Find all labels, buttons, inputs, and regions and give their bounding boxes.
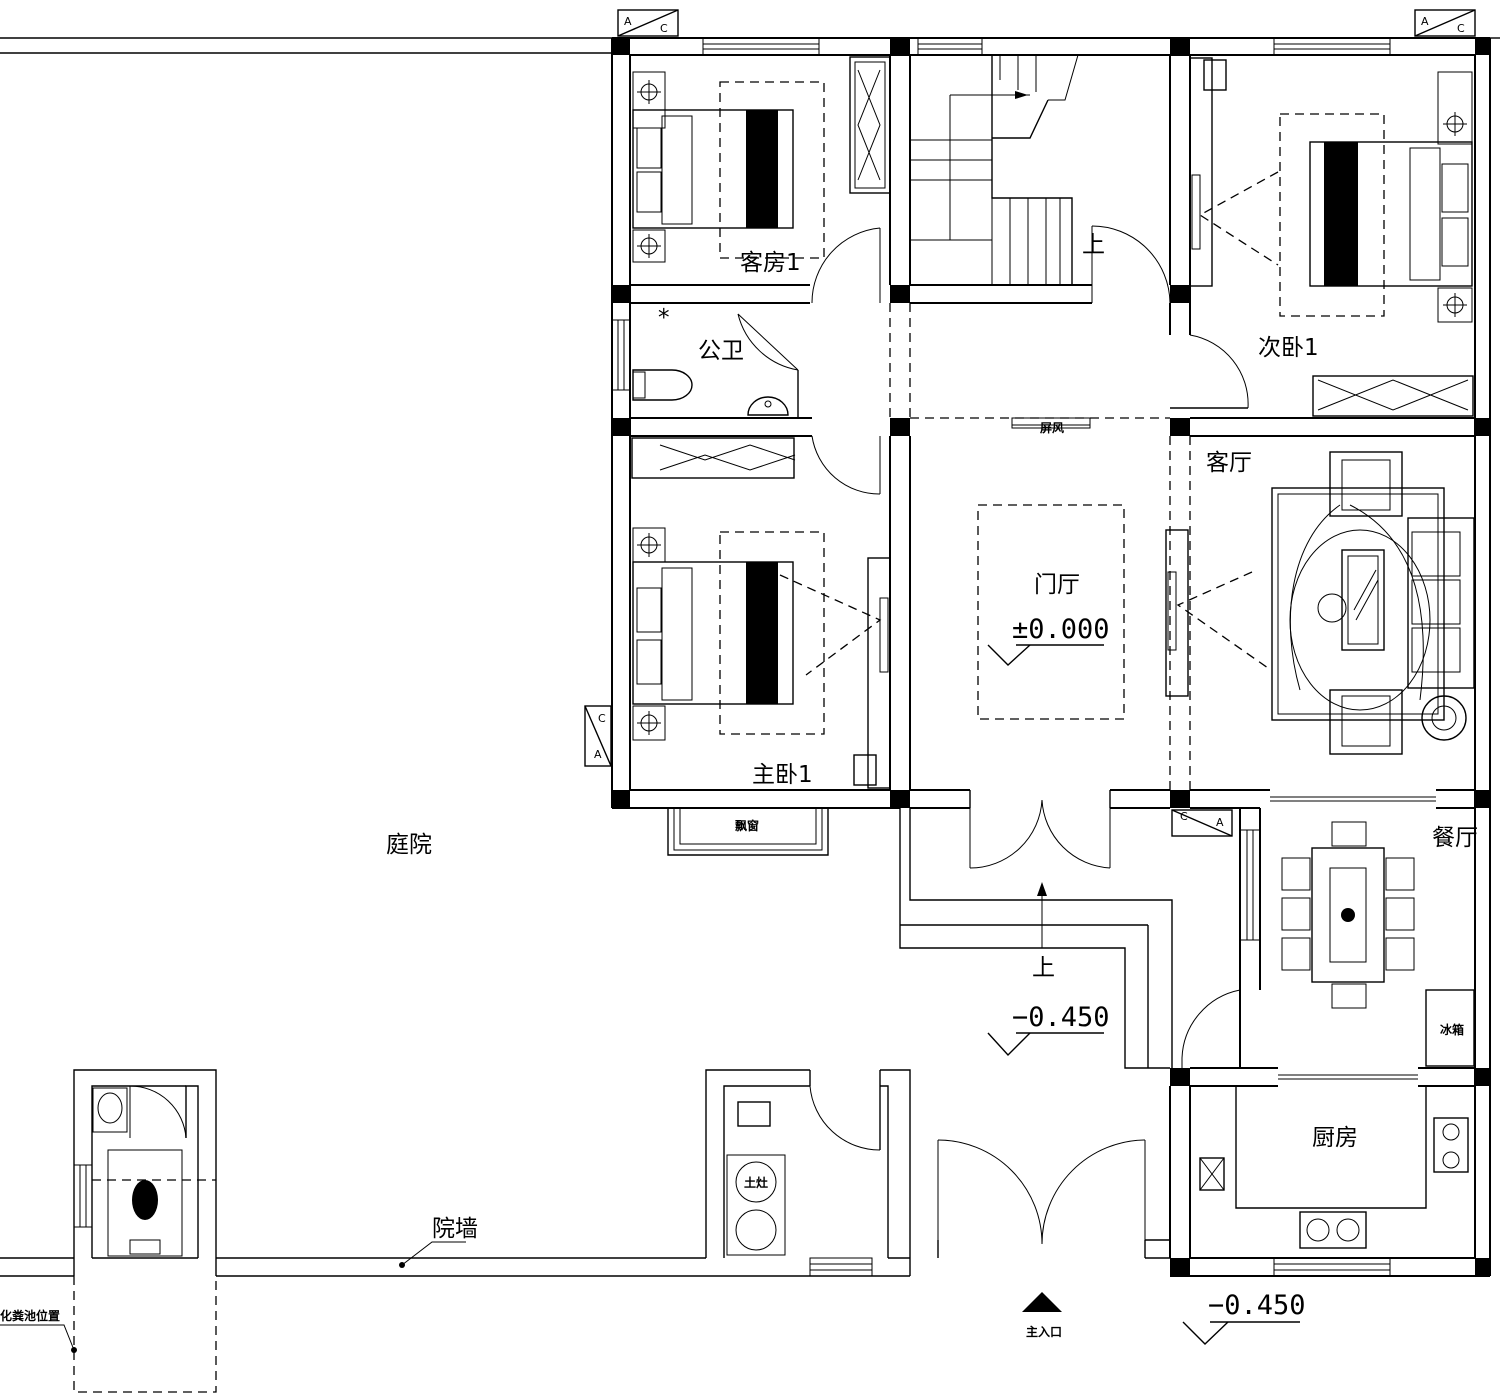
svg-text:*: * <box>658 305 670 331</box>
fridge-label: 冰箱 <box>1440 1022 1464 1037</box>
bay-window <box>667 808 829 856</box>
outside-level: −0.450 <box>1208 1290 1306 1321</box>
stove-room <box>705 1069 911 1276</box>
kitchen-counter <box>1199 1086 1469 1249</box>
entry-up-label: 上 <box>1032 955 1055 981</box>
section-marks: A C A C A C A C <box>584 9 1476 837</box>
leader-lines <box>0 1241 466 1353</box>
dining-furniture <box>1281 821 1475 1067</box>
courtyard-wall-label: 院墙 <box>432 1216 478 1242</box>
svg-text:C: C <box>660 22 668 35</box>
kitchen-label: 厨房 <box>1312 1125 1358 1151</box>
bay-window-label: 飘窗 <box>735 818 759 833</box>
entrance-steps <box>899 808 1173 1069</box>
outdoor-toilet <box>73 1069 217 1393</box>
foyer-features <box>977 417 1300 1345</box>
entry-level: −0.450 <box>1012 1002 1110 1033</box>
living-room-label: 客厅 <box>1206 450 1252 476</box>
living-room-furniture <box>1165 451 1475 755</box>
main-entrance-label: 主入口 <box>1026 1324 1062 1339</box>
dining-room-label: 餐厅 <box>1432 825 1478 851</box>
septic-tank-label: 化粪池位置 <box>0 1308 60 1323</box>
svg-text:C: C <box>598 712 606 725</box>
doors <box>737 225 1249 1245</box>
svg-text:C: C <box>1457 22 1465 35</box>
master-bedroom-furniture <box>631 437 891 789</box>
courtyard-wall-top <box>0 37 1500 54</box>
main-entrance-arrow-icon <box>1022 1292 1062 1312</box>
second-bedroom-label: 次卧1 <box>1258 335 1319 361</box>
svg-text:A: A <box>624 15 632 28</box>
svg-text:A: A <box>1216 816 1224 829</box>
public-wc-label: 公卫 <box>698 338 744 364</box>
screen-label: 屏风 <box>1039 421 1064 435</box>
courtyard-wall-bottom <box>0 1239 1170 1277</box>
foyer-level: ±0.000 <box>1012 614 1110 645</box>
svg-text:A: A <box>594 748 602 761</box>
second-bedroom-furniture <box>1189 57 1474 417</box>
stair-up-label: 上 <box>1082 232 1105 258</box>
svg-text:C: C <box>1180 810 1188 823</box>
svg-text:A: A <box>1421 15 1429 28</box>
staircase <box>910 54 1079 285</box>
master-bedroom-label: 主卧1 <box>752 762 813 788</box>
guest-room-label: 客房1 <box>740 250 801 276</box>
structural-columns <box>612 38 1490 1276</box>
courtyard-label: 庭院 <box>386 832 432 858</box>
foyer-label: 门厅 <box>1034 572 1080 598</box>
house-exterior-walls <box>611 37 1491 1276</box>
stove-label: 土灶 <box>744 1175 768 1190</box>
guest-room-furniture <box>632 56 891 263</box>
wc-fixtures: * <box>632 305 789 416</box>
